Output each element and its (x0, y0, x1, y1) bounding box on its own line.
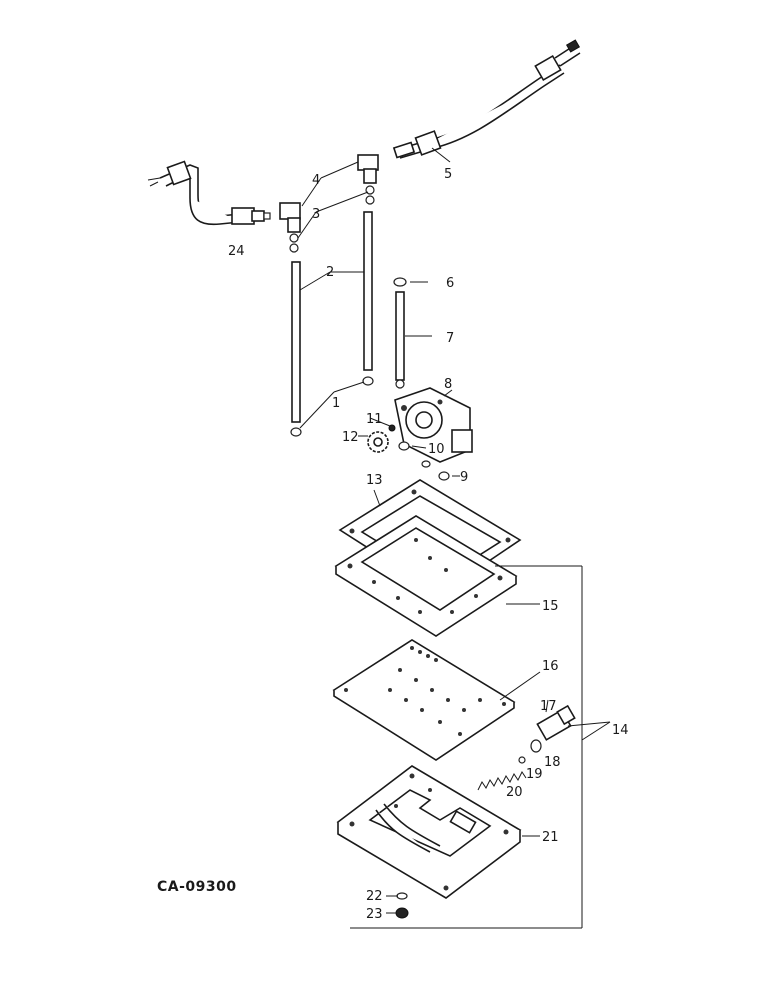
part-7-short-tube (395, 291, 405, 389)
part-9-oring (438, 471, 450, 481)
callout-21: 21 (542, 830, 559, 845)
callout-23: 23 (366, 907, 383, 922)
callout-4: 4 (312, 173, 320, 188)
part-17-valve-plug (536, 699, 576, 741)
callout-16: 16 (542, 659, 559, 674)
callout-13: 13 (366, 473, 383, 488)
leader-lines (297, 147, 611, 929)
callout-labels: 1 2 3 4 5 6 7 8 9 10 11 12 13 14 15 16 1… (228, 167, 629, 922)
elbow-fitting-left (279, 202, 301, 253)
callout-24: 24 (228, 244, 245, 259)
part-1-orings (290, 376, 374, 437)
figure-code: CA-09300 (157, 879, 237, 895)
callout-22: 22 (366, 889, 383, 904)
callout-11: 11 (366, 412, 383, 427)
part-12-gear (367, 431, 389, 453)
callout-5: 5 (444, 167, 452, 182)
callout-14: 14 (612, 723, 629, 738)
callout-3: 3 (312, 207, 320, 222)
elbow-fitting-right (357, 154, 379, 205)
callout-18: 18 (544, 755, 561, 770)
part-24-bent-tube (147, 160, 271, 226)
part-18-oring (530, 739, 542, 753)
callout-15: 15 (542, 599, 559, 614)
callout-10: 10 (428, 442, 445, 457)
callout-7: 7 (446, 331, 454, 346)
part-23-plug (395, 907, 409, 919)
part-5-tube-assembly (392, 39, 581, 159)
part-22-washer (396, 892, 408, 900)
part-10-oring (398, 441, 431, 468)
part-19-ball (518, 756, 526, 764)
callout-6: 6 (446, 276, 454, 291)
callout-9: 9 (460, 470, 468, 485)
callout-8: 8 (444, 377, 452, 392)
part-6-oring (393, 277, 407, 287)
part-15-cover-plate (334, 515, 518, 637)
part-21-valve-body (336, 765, 522, 899)
callout-17: 17 (540, 699, 557, 714)
callout-2: 2 (326, 265, 334, 280)
part-8-pump-body (394, 387, 473, 463)
callout-20: 20 (506, 785, 523, 800)
callout-19: 19 (526, 767, 543, 782)
part-2-tubes (291, 211, 373, 423)
callout-1: 1 (332, 396, 340, 411)
part-16-separator-plate (332, 639, 516, 761)
part-11-pin (388, 424, 396, 432)
part-20-spring (477, 771, 527, 791)
callout-12: 12 (342, 430, 359, 445)
